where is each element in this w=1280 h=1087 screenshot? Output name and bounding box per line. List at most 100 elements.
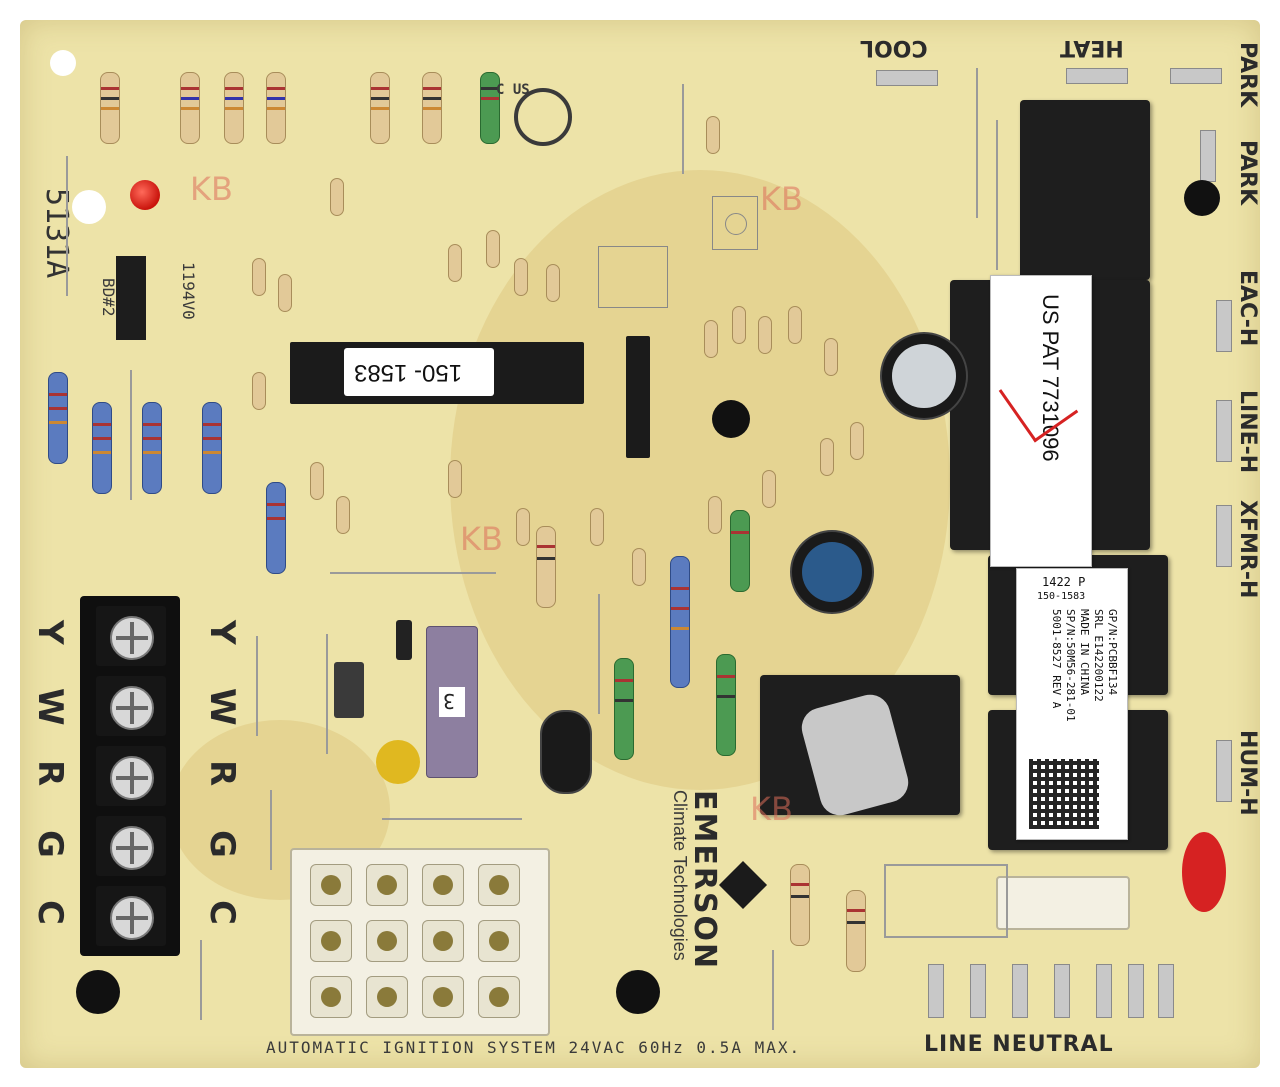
- edge-label-eac-h: EAC-H: [1235, 270, 1260, 347]
- screw-icon[interactable]: [110, 616, 154, 660]
- jumper-wire: [598, 594, 600, 714]
- spade-terminal-e24: [928, 964, 944, 1018]
- connector-pin: [422, 864, 464, 906]
- ground-bracket: [884, 864, 1008, 938]
- resistor-r14: [266, 72, 286, 144]
- resistor-r78: [670, 556, 690, 688]
- pushbutton-sw2[interactable]: [712, 196, 758, 250]
- jumper-wire: [130, 370, 132, 500]
- product-label: 1422 P 150-1583 GP/N:PCBBF134 SRL E14220…: [1016, 568, 1128, 840]
- resistor-r74: [614, 658, 634, 760]
- jumper-wire: [772, 950, 774, 1030]
- screw-icon[interactable]: [110, 826, 154, 870]
- spade-terminal-e16: [1216, 505, 1232, 567]
- connector-pin: [310, 976, 352, 1018]
- csa-text: C US: [496, 82, 530, 98]
- screw-terminal-r[interactable]: [96, 746, 166, 806]
- dip-switch-sw1[interactable]: [598, 246, 668, 308]
- spade-terminal-e9: [1066, 68, 1128, 84]
- capacitor-c15: [880, 332, 968, 420]
- fuse-rating: 3: [443, 689, 456, 713]
- edge-label-xfmr-h: XFMR-H: [1235, 500, 1260, 599]
- kb-mark: KB: [760, 180, 803, 218]
- terminal-label-g-outer: G: [30, 830, 70, 858]
- terminal-label-c-inner: C: [202, 900, 242, 925]
- resistor-r27: [92, 402, 112, 494]
- led-ds1: [130, 180, 160, 210]
- product-label-line6: SP/N:50M56-281-01: [1064, 609, 1077, 722]
- black-standoff: [1184, 180, 1220, 216]
- heat-label: HEAT: [1060, 35, 1124, 60]
- spade-terminal-e8: [876, 70, 938, 86]
- spade-terminal-park: [1170, 68, 1222, 84]
- model-number: 5131A: [39, 188, 74, 279]
- terminal-label-r-outer: R: [30, 760, 70, 787]
- ic-part-number: 150- 1583: [354, 359, 463, 386]
- resistor-small: [252, 372, 266, 410]
- spade-terminal-e19: [1096, 964, 1112, 1018]
- resistor-small: [706, 116, 720, 154]
- resistor-small: [820, 438, 834, 476]
- spade-terminal-e15: [1216, 400, 1232, 462]
- black-standoff: [616, 970, 660, 1014]
- terminal-label-y-inner: Y: [202, 620, 242, 645]
- pin-header-e12: [626, 336, 650, 458]
- connector-pin: [310, 920, 352, 962]
- molex-12-pin-connector[interactable]: [290, 848, 550, 1036]
- mounting-hole: [72, 190, 106, 224]
- resistor-r11: [100, 72, 120, 144]
- capacitor-c11: [540, 710, 592, 794]
- mounting-hole: [50, 50, 76, 76]
- connector-pin: [422, 976, 464, 1018]
- relay-k3: [1020, 100, 1150, 280]
- resistor-r44: [142, 402, 162, 494]
- jumper-wire: [330, 572, 496, 574]
- ignition-system-text: AUTOMATIC IGNITION SYSTEM 24VAC 60Hz 0.5…: [266, 1038, 802, 1057]
- screw-terminal-y[interactable]: [96, 606, 166, 666]
- pushbutton-sw2-cap[interactable]: [725, 213, 747, 235]
- terminal-label-r-inner: R: [202, 760, 242, 787]
- connector-pin: [478, 864, 520, 906]
- screw-terminal-g[interactable]: [96, 816, 166, 876]
- screw-terminal-w[interactable]: [96, 676, 166, 736]
- jumper-wire: [270, 790, 272, 870]
- jumper-wire: [326, 634, 328, 754]
- two-pin-connector[interactable]: [996, 876, 1130, 930]
- fuse-window: [439, 687, 465, 717]
- product-label-line3: GP/N:PCBBF134: [1106, 609, 1119, 696]
- microcontroller-ic: 150- 1583: [290, 342, 584, 404]
- connector-pin: [366, 920, 408, 962]
- edge-label-line-h: LINE-H: [1235, 390, 1260, 474]
- capacitor-c14: [790, 530, 874, 614]
- resistor-small: [546, 264, 560, 302]
- connector-pin: [422, 920, 464, 962]
- screw-terminal-c[interactable]: [96, 886, 166, 946]
- resistor-small: [762, 470, 776, 508]
- resistor-small: [310, 462, 324, 500]
- edge-label-hum-h: HUM-H: [1235, 730, 1260, 816]
- qr-code: [1029, 759, 1099, 829]
- resistor-small: [336, 496, 350, 534]
- emerson-logo-icon: [718, 860, 768, 910]
- varistor-red: [1182, 832, 1226, 912]
- spade-terminal-e20: [1054, 964, 1070, 1018]
- screw-icon[interactable]: [110, 896, 154, 940]
- varistor-rv3: [376, 740, 420, 784]
- emerson-logo-text: EMERSON: [687, 790, 722, 971]
- resistor-r61: [536, 526, 556, 608]
- product-label-line1: 1422 P: [1042, 575, 1086, 589]
- screw-icon[interactable]: [110, 756, 154, 800]
- spade-terminal-e11: [1200, 130, 1216, 182]
- resistor-r33: [48, 372, 68, 464]
- ic-part-label: [344, 348, 494, 396]
- terminal-label-y-outer: Y: [30, 620, 70, 645]
- terminal-label-w-inner: W: [202, 688, 242, 726]
- resistor-small: [448, 460, 462, 498]
- resistor-small: [590, 508, 604, 546]
- resistor-small: [632, 548, 646, 586]
- screw-icon[interactable]: [110, 686, 154, 730]
- resistor-small: [824, 338, 838, 376]
- resistor-small: [252, 258, 266, 296]
- connector-pin: [366, 864, 408, 906]
- kb-mark: KB: [190, 170, 233, 208]
